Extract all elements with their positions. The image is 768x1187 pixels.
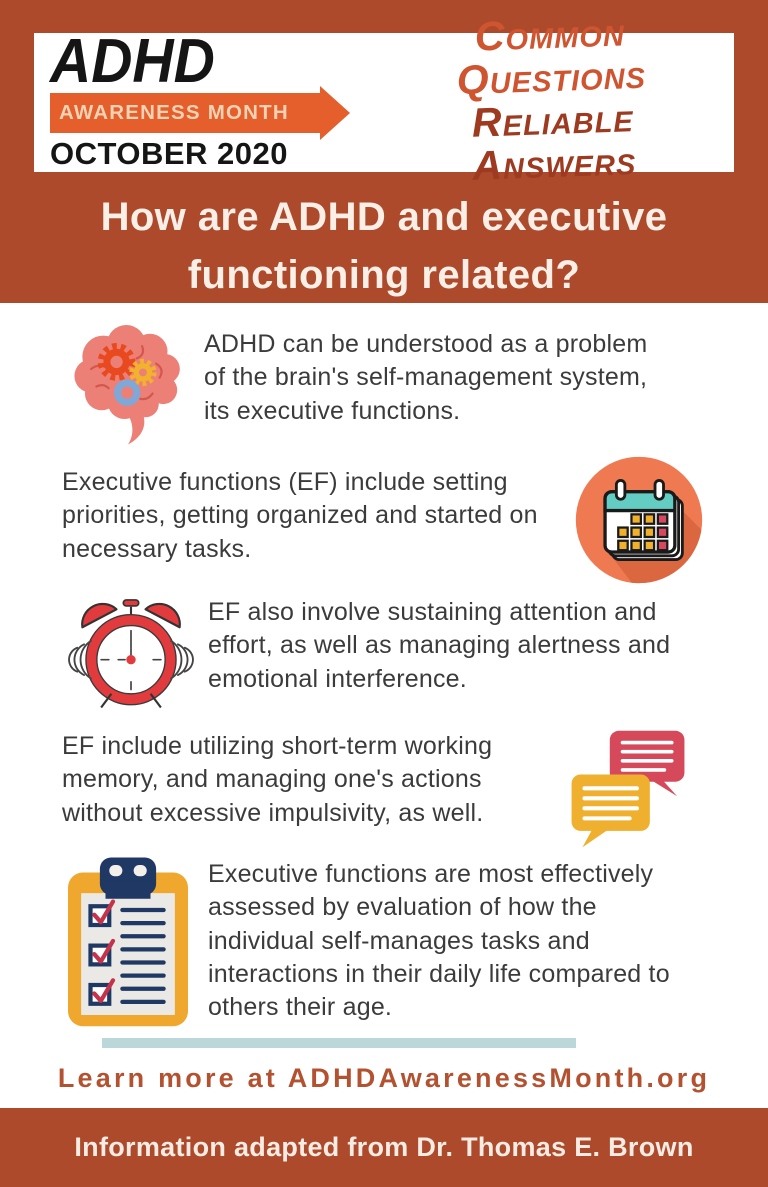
tagline-line1: Common Questions [455, 8, 647, 104]
section-clock: EF also involve sustaining attention and… [62, 588, 706, 716]
question-title: How are ADHD and executive functioning r… [100, 195, 668, 297]
tagline-line2: Reliable Answers [471, 94, 637, 190]
alarm-clock-icon [62, 588, 200, 716]
section-text: EF also involve sustaining attention and… [208, 598, 671, 693]
section-text: Executive functions are most effectively… [208, 860, 670, 1021]
divider-bar [102, 1038, 576, 1048]
logo-title: ADHD [50, 27, 215, 97]
section-text: Executive functions (EF) include setting… [62, 468, 538, 563]
section-clipboard: Executive functions are most effectively… [62, 850, 706, 1030]
section-chat: EF include utilizing short-term working … [62, 718, 706, 850]
section-calendar: Executive functions (EF) include setting… [62, 454, 706, 586]
adhd-awareness-logo: ADHD AWARENESS MONTH OCTOBER 2020 [50, 27, 368, 172]
brain-gears-icon [62, 318, 194, 448]
campaign-tagline: Common Questions Reliable Answers [383, 8, 721, 192]
attribution-text: Information adapted from Dr. Thomas E. B… [74, 1132, 694, 1162]
chat-bubbles-icon [562, 718, 694, 850]
awareness-month-label: AWARENESS MONTH [59, 100, 289, 124]
adhd-awareness-logo-card: ADHD AWARENESS MONTH OCTOBER 2020 Common… [34, 9, 734, 189]
clipboard-checklist-icon [62, 850, 194, 1030]
content-body: ADHD can be understood as a problem of t… [0, 318, 768, 1030]
section-text: EF include utilizing short-term working … [62, 732, 493, 827]
awareness-month-arrow: AWARENESS MONTH [50, 85, 350, 140]
footer-bar: Information adapted from Dr. Thomas E. B… [0, 1108, 768, 1187]
hero-header: ADHD AWARENESS MONTH OCTOBER 2020 Common… [0, 0, 768, 303]
learn-more-text: Learn more at ADHDAwarenessMonth.org [57, 1063, 711, 1093]
section-text: ADHD can be understood as a problem of t… [204, 330, 648, 425]
section-brain: ADHD can be understood as a problem of t… [62, 318, 706, 448]
calendar-icon [572, 454, 706, 586]
logo-date: OCTOBER 2020 [50, 135, 289, 171]
